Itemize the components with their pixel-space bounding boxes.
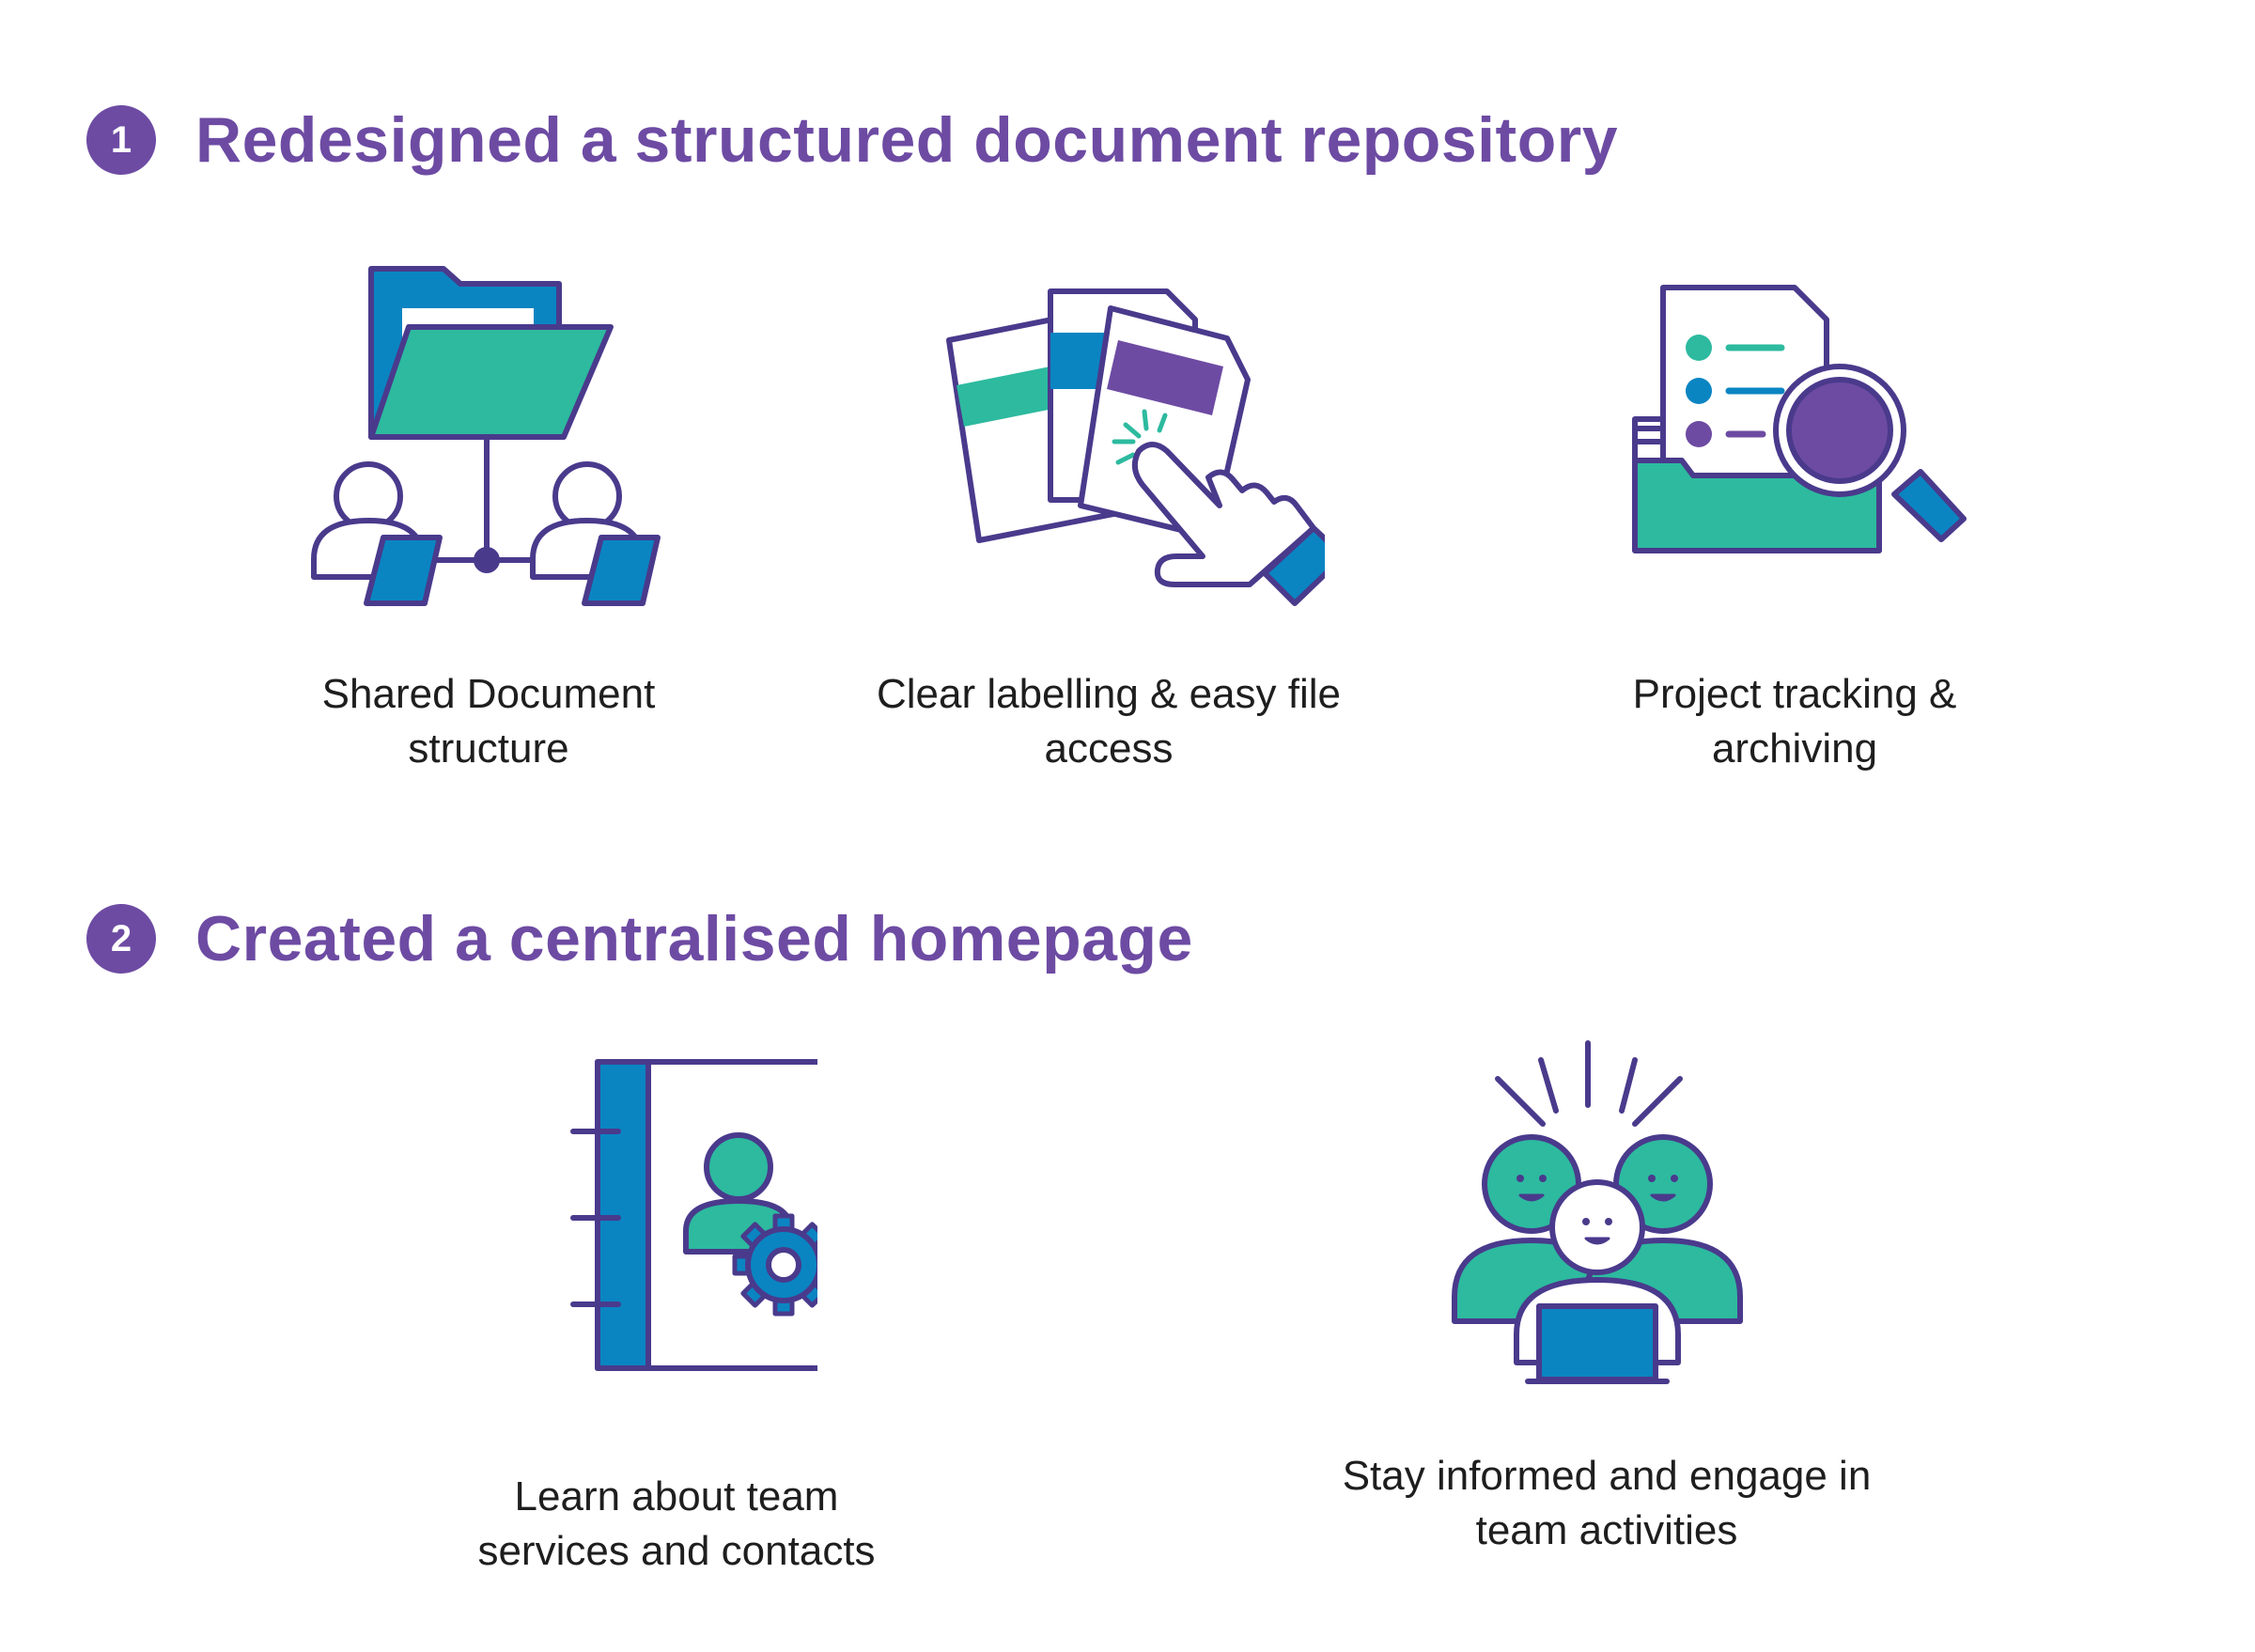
feature-team-activities-caption: Stay informed and engage in team activit… [1342,1453,1872,1553]
feature-project-tracking: Project tracking & archiving [1578,254,2011,776]
section-1-title: Redesigned a structured document reposit… [195,104,1619,176]
section-2-title: Created a centralised homepage [195,903,1193,974]
feature-clear-labelling-caption: Clear labelling & easy file access [876,671,1342,771]
happy-team-icon [1452,1040,1743,1384]
shared-folder-users-icon [311,266,661,606]
feature-shared-document-caption: Shared Document structure [321,671,656,771]
section-2-number-badge: 2 [86,904,156,974]
section-2-header: 2 Created a centralised homepage [86,902,1193,975]
section-1-number-badge: 1 [86,105,156,175]
labelled-files-tap-icon [946,288,1325,606]
document-search-archive-icon [1632,285,1967,553]
feature-project-tracking-caption: Project tracking & archiving [1632,671,1957,771]
feature-team-services: Learn about team services and contacts [442,1043,911,1579]
section-1-header: 1 Redesigned a structured document repos… [86,103,1618,177]
feature-clear-labelling: Clear labelling & easy file access [874,254,1344,776]
contact-book-gear-icon [570,1059,817,1371]
feature-team-activities: Stay informed and engage in team activit… [1306,1034,1907,1558]
feature-shared-document: Shared Document structure [282,254,695,776]
feature-team-services-caption: Learn about team services and contacts [477,1473,876,1574]
